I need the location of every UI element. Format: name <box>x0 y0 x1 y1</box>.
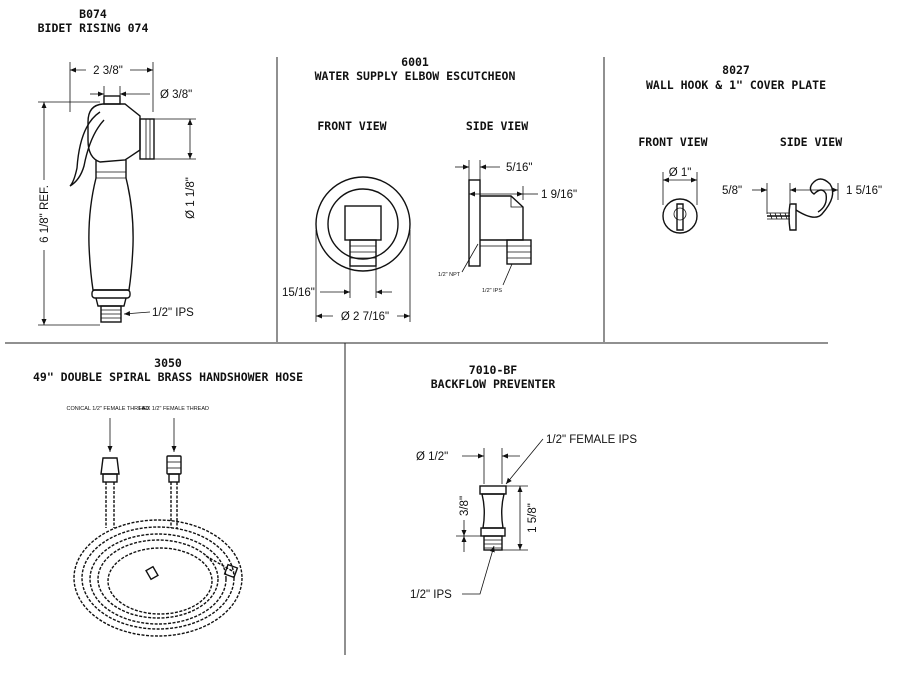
section-6001: 6001 WATER SUPPLY ELBOW ESCUTCHEON FRONT… <box>282 55 577 323</box>
bidet-sprayer-drawing <box>69 95 155 323</box>
s6001-ips-label: 1/2" IPS <box>482 288 502 294</box>
s7010-dim-small: 3/8" <box>459 496 471 516</box>
s8027-side-view-label: SIDE VIEW <box>780 135 842 149</box>
b074-name: BIDET RISING 074 <box>38 21 149 35</box>
s3050-model: 3050 <box>154 356 182 370</box>
s7010-model: 7010-BF <box>469 363 518 377</box>
s6001-dim-depth-a: 5/16" <box>506 162 532 174</box>
s8027-model: 8027 <box>722 63 750 77</box>
hook-front-view-drawing <box>662 198 698 234</box>
s6001-name: WATER SUPPLY ELBOW ESCUTCHEON <box>315 69 516 83</box>
section-8027: 8027 WALL HOOK & 1" COVER PLATE FRONT VI… <box>638 63 882 234</box>
s8027-front-view-label: FRONT VIEW <box>638 135 707 149</box>
s8027-dim-depth: 5/8" <box>722 185 742 197</box>
section-7010-bf: 7010-BF BACKFLOW PREVENTER Ø 1/2" 1/2" F… <box>410 363 637 601</box>
escutcheon-front-view-drawing <box>315 176 411 272</box>
s6001-model: 6001 <box>401 55 429 69</box>
s7010-name: BACKFLOW PREVENTER <box>431 377 556 391</box>
s3050-name: 49" DOUBLE SPIRAL BRASS HANDSHOWER HOSE <box>33 370 303 384</box>
handshower-hose-drawing <box>73 455 243 637</box>
section-dividers <box>5 57 828 655</box>
s6001-dim-depth-b: 1 9/16" <box>541 189 577 201</box>
s7010-dim-dia: Ø 1/2" <box>416 451 448 463</box>
s8027-dim-dia: Ø 1" <box>669 167 692 179</box>
s7010-dim-height: 1 5/8" <box>527 503 539 533</box>
s8027-name: WALL HOOK & 1" COVER PLATE <box>646 78 826 92</box>
section-b074: B074 BIDET RISING 074 <box>37 7 197 326</box>
escutcheon-side-view-drawing <box>468 179 532 267</box>
s6001-npt-label: 1/2" NPT <box>438 272 461 278</box>
b074-model: B074 <box>79 7 107 21</box>
b074-dim-ips: 1/2" IPS <box>152 307 194 319</box>
hook-side-view-drawing <box>767 178 834 231</box>
backflow-preventer-drawing <box>479 485 507 551</box>
s8027-dim-length: 1 5/16" <box>846 185 882 197</box>
s6001-dim-dia: Ø 2 7/16" <box>341 311 389 323</box>
b074-dim-height: 6 1/8" REF. <box>39 185 51 243</box>
s7010-dim-ips: 1/2" IPS <box>410 589 452 601</box>
b074-dim-dia-small: Ø 3/8" <box>160 89 192 101</box>
s7010-dim-female: 1/2" FEMALE IPS <box>546 434 637 446</box>
section-3050: 3050 49" DOUBLE SPIRAL BRASS HANDSHOWER … <box>33 356 303 637</box>
b074-dim-width: 2 3/8" <box>93 65 123 77</box>
s6001-dim-width: 15/16" <box>282 287 315 299</box>
s3050-hex-label: HEX 1/2" FEMALE THREAD <box>139 406 209 412</box>
s6001-side-view-label: SIDE VIEW <box>466 119 528 133</box>
s6001-front-view-label: FRONT VIEW <box>317 119 386 133</box>
b074-dim-dia-large: Ø 1 1/8" <box>185 177 197 219</box>
s3050-conical-label: CONICAL 1/2" FEMALE THREAD <box>67 406 150 412</box>
